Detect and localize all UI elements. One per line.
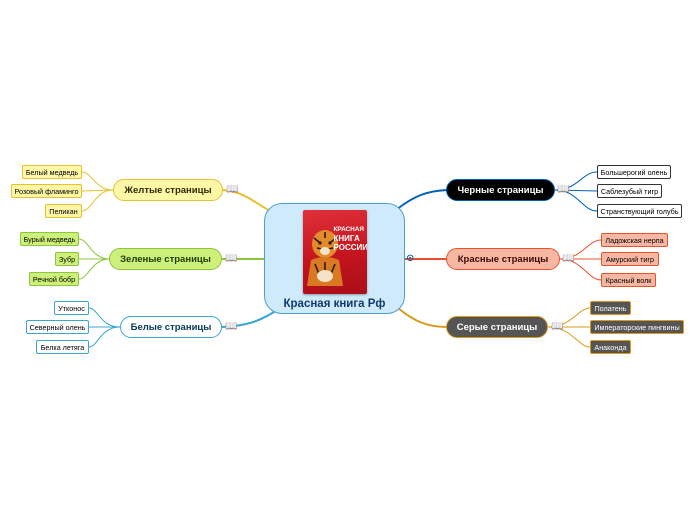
leaf-item[interactable]: Северный олень: [26, 320, 89, 334]
leaf-item[interactable]: Розовый фламинго: [11, 184, 82, 198]
book-title: КРАСНАЯ КНИГА РОССИИ: [333, 226, 367, 252]
branch-green-pages[interactable]: Зеленые страницы: [109, 248, 222, 270]
leaf-item[interactable]: Полатень: [590, 301, 631, 315]
root-title: Красная книга Рф: [283, 298, 386, 310]
book-title-line: КНИГА: [333, 234, 360, 243]
branch-white-pages[interactable]: Белые страницы: [120, 316, 222, 338]
book-icon: 📖: [226, 184, 239, 195]
branch-gray-pages[interactable]: Серые страницы: [446, 316, 548, 338]
leaf-item[interactable]: Белый медведь: [22, 165, 82, 179]
tiger-image: [306, 230, 343, 286]
leaf-item[interactable]: Императорские пингвины: [590, 320, 684, 334]
root-node[interactable]: КРАСНАЯ КНИГА РОССИИ Красная книга Рф: [264, 203, 405, 314]
book-title-line: РОССИИ: [333, 243, 367, 252]
leaf-item[interactable]: Пеликан: [45, 204, 82, 218]
book-icon: 📖: [562, 253, 575, 264]
book-icon: 📖: [225, 253, 238, 264]
book-icon: 📖: [225, 321, 238, 332]
leaf-item[interactable]: Речной бобр: [29, 272, 79, 286]
branch-black-pages[interactable]: Черные страницы: [446, 179, 555, 201]
leaf-item[interactable]: Зубр: [55, 252, 79, 266]
leaf-item[interactable]: Амурский тигр: [601, 252, 659, 266]
leaf-item[interactable]: Ладожская нерпа: [601, 233, 668, 247]
leaf-item[interactable]: Большерогий олень: [597, 165, 671, 179]
leaf-item[interactable]: Странствующий голубь: [597, 204, 682, 218]
book-icon: 📖: [557, 184, 570, 195]
branch-red-pages[interactable]: Красные страницы: [446, 248, 560, 270]
leaf-item[interactable]: Утконос: [54, 301, 89, 315]
leaf-item[interactable]: Красный волк: [601, 273, 656, 287]
leaf-item[interactable]: Саблезубый тигр: [597, 184, 662, 198]
book-icon: 📖: [551, 321, 564, 332]
leaf-item[interactable]: Белка летяга: [36, 340, 89, 354]
leaf-item[interactable]: Анаконда: [590, 340, 631, 354]
branch-yellow-pages[interactable]: Желтые страницы: [113, 179, 223, 201]
hyperlink-icon[interactable]: ⊙: [406, 253, 415, 264]
book-title-line: КРАСНАЯ: [333, 226, 365, 233]
red-book-cover-image: КРАСНАЯ КНИГА РОССИИ: [302, 210, 367, 294]
leaf-item[interactable]: Бурый медведь: [20, 232, 79, 246]
